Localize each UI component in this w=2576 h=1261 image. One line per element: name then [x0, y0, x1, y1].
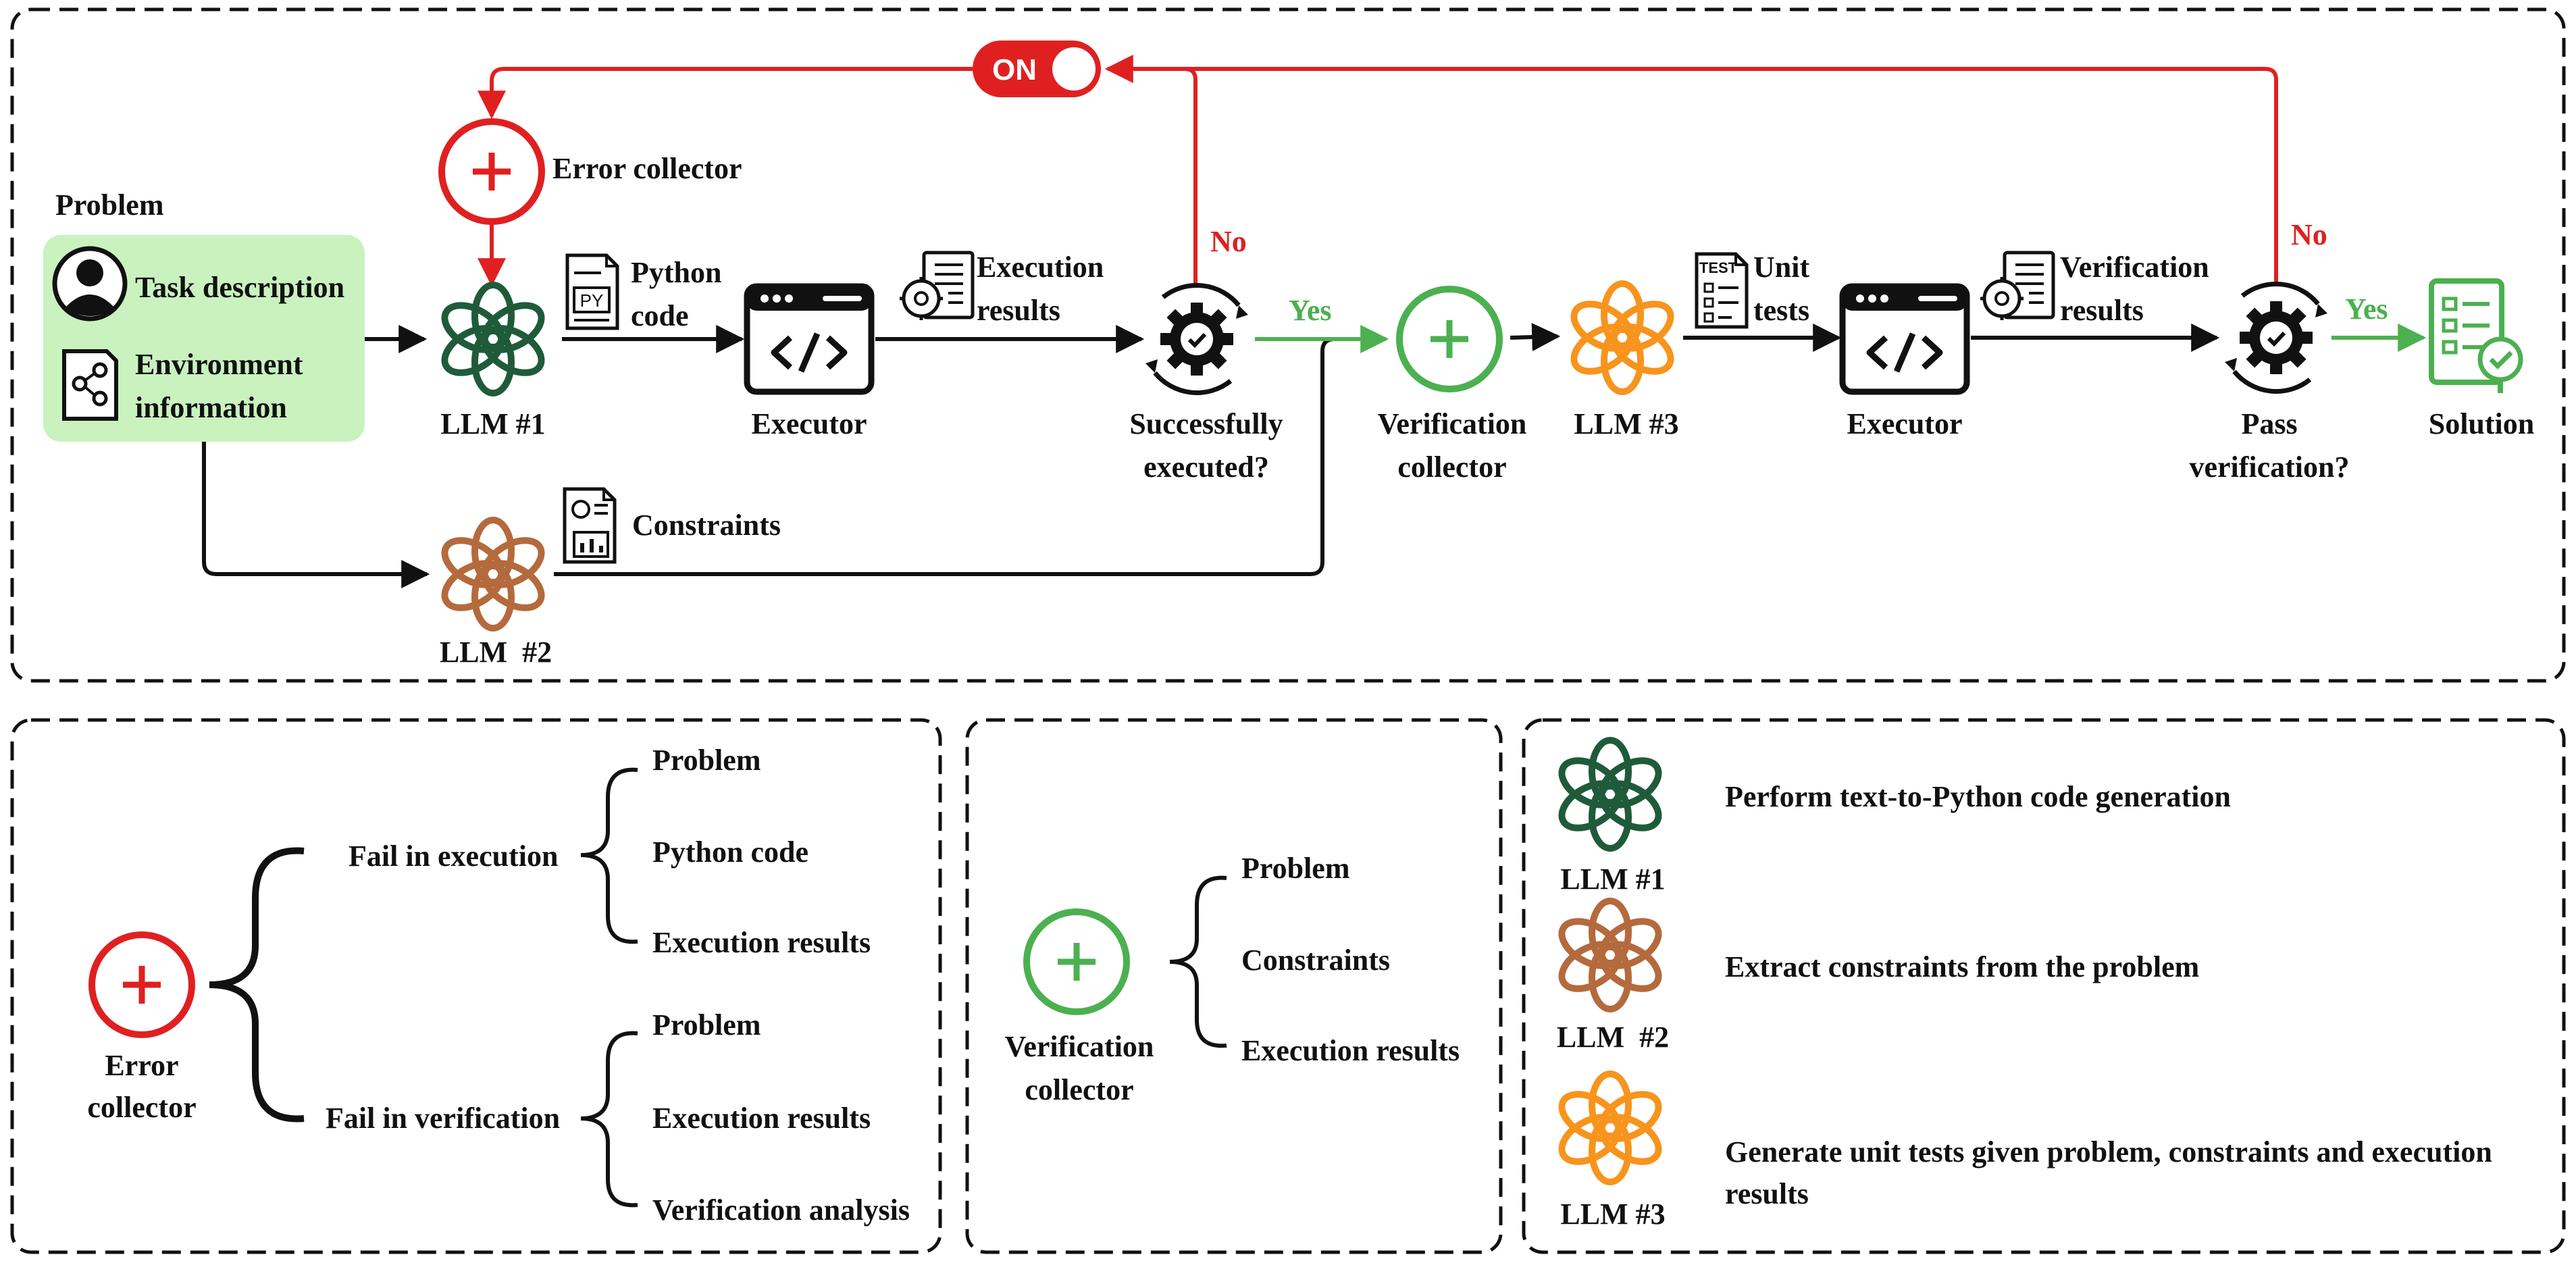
exec-item-execution-results: Execution results — [652, 926, 871, 959]
verif-item-execution-results: Execution results — [652, 1102, 871, 1135]
verification-panel-label-line2: collector — [1025, 1073, 1133, 1106]
line-no-verif-feedback — [1104, 55, 2278, 285]
exec-item-python-code: Python code — [652, 835, 808, 869]
solution-checklist-icon — [2431, 281, 2521, 393]
executor2-icon — [1843, 286, 1967, 392]
verification-collector-label-line1: Verification — [1378, 407, 1527, 440]
fail-verification-brace — [580, 1031, 638, 1208]
llm3-logo-icon — [1566, 284, 1678, 392]
llm2-label: LLM #2 — [440, 636, 552, 669]
llm1-logo-icon — [437, 285, 549, 393]
llm-legend-3-desc-line1: Generate unit tests given problem, const… — [1725, 1135, 2492, 1168]
error-panel-frame — [10, 718, 942, 1254]
on-toggle[interactable]: ON — [973, 41, 1101, 97]
execution-results-icon — [900, 253, 973, 320]
verification-collector-label-line2: collector — [1397, 451, 1506, 484]
llm-legend-3-icon — [1554, 1074, 1666, 1182]
python-code-label-line2: code — [631, 299, 689, 332]
error-collector-label: Error collector — [552, 152, 742, 185]
execution-results-label-line1: Execution — [977, 251, 1104, 284]
success-question-line2: executed? — [1143, 451, 1269, 484]
llm-legend-2-label: LLM #2 — [1557, 1021, 1669, 1054]
verif-item-problem: Problem — [652, 1008, 761, 1041]
test-doc-text: TEST — [1699, 259, 1738, 276]
llm-legend-3-label: LLM #3 — [1560, 1198, 1665, 1231]
llm-legend-1-label: LLM #1 — [1560, 863, 1665, 896]
py-doc-text: PY — [580, 290, 604, 311]
user-icon — [52, 246, 128, 321]
yes-label-1: Yes — [1289, 294, 1332, 327]
verif-item-verification-analysis: Verification analysis — [652, 1193, 910, 1227]
executor2-label: Executor — [1847, 407, 1962, 440]
pass-question-line1: Pass — [2241, 407, 2297, 440]
fail-execution-brace — [580, 767, 638, 944]
verification-results-label-line1: Verification — [2060, 251, 2209, 284]
python-file-icon: PY — [567, 255, 617, 328]
task-description-label: Task description — [135, 271, 344, 304]
env-info-label-line2: information — [135, 391, 287, 424]
llm-legend-2-icon — [1554, 901, 1666, 1009]
no-label-2: No — [2291, 218, 2327, 251]
llm2-logo-icon — [437, 520, 549, 628]
llm-legend-2-desc: Extract constraints from the problem — [1725, 950, 2199, 983]
error-panel-label-line2: collector — [87, 1091, 196, 1124]
exec-item-problem: Problem — [652, 744, 761, 777]
pass-decision-gear-icon — [2225, 284, 2327, 391]
constraints-label: Constraints — [632, 509, 781, 542]
no-label-1: No — [1210, 225, 1247, 258]
llm-legend-1-desc: Perform text-to-Python code generation — [1725, 780, 2231, 813]
unit-tests-label-line2: tests — [1753, 294, 1809, 327]
test-file-icon: TEST — [1697, 254, 1747, 327]
env-info-label-line1: Environment — [135, 348, 303, 381]
toggle-label: ON — [992, 53, 1037, 86]
solution-label: Solution — [2429, 407, 2535, 440]
fail-execution-label: Fail in execution — [349, 840, 558, 873]
llm1-label: LLM #1 — [440, 407, 545, 440]
verification-collector-legend-icon — [1023, 908, 1130, 1015]
fail-verification-label: Fail in verification — [326, 1102, 560, 1135]
verification-results-icon — [1980, 253, 2053, 320]
error-collector-icon — [438, 118, 545, 225]
error-panel-main-brace — [209, 847, 305, 1123]
pass-question-line2: verification? — [2189, 451, 2349, 484]
verification-item-constraints: Constraints — [1241, 944, 1390, 977]
verification-results-label-line2: results — [2060, 294, 2144, 327]
constraints-report-icon — [565, 489, 615, 562]
arrow-toggle-to-error-collector — [478, 67, 973, 120]
executor1-icon — [747, 286, 871, 392]
verification-collector-icon — [1396, 286, 1503, 392]
yes-label-2: Yes — [2345, 292, 2388, 326]
llm3-label: LLM #3 — [1574, 407, 1678, 440]
problem-title: Problem — [55, 188, 164, 222]
llm-legend-3-desc-line2: results — [1725, 1177, 1809, 1210]
executor1-label: Executor — [751, 407, 867, 440]
unit-tests-label-line1: Unit — [1753, 251, 1809, 284]
arrow-problem-to-llm2 — [202, 442, 430, 588]
success-decision-gear-icon — [1145, 285, 1248, 392]
success-question-line1: Successfully — [1129, 407, 1283, 440]
arrow-collector-to-llm3 — [1510, 323, 1561, 352]
verification-panel-label-line1: Verification — [1005, 1030, 1154, 1063]
share-document-icon — [62, 349, 118, 421]
verification-item-problem: Problem — [1241, 852, 1350, 885]
verification-item-execution-results: Execution results — [1241, 1034, 1460, 1067]
verification-panel-frame — [965, 718, 1503, 1254]
python-code-label-line1: Python — [631, 256, 721, 289]
error-collector-legend-icon — [88, 931, 195, 1038]
llm-legend-1-icon — [1554, 740, 1666, 848]
line-no-exec-feedback — [1108, 67, 1197, 286]
verification-panel-brace — [1169, 875, 1227, 1048]
llm-panel-frame — [1522, 718, 2566, 1254]
error-panel-label-line1: Error — [105, 1049, 178, 1082]
top-panel-frame — [10, 7, 2566, 683]
execution-results-label-line2: results — [977, 294, 1060, 327]
